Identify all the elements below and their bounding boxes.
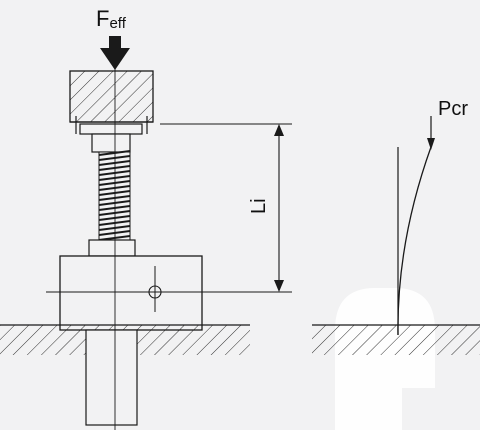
length-label: Li: [248, 198, 270, 214]
threaded-screw: [98, 150, 131, 241]
gear-housing: [46, 255, 212, 331]
buckled-column: [397, 146, 432, 336]
lower-collar: [88, 239, 136, 257]
load-arrow-icon: [427, 116, 435, 150]
watermark-logo: [335, 288, 435, 430]
protective-tube: [85, 329, 138, 426]
force-label: Feff: [96, 6, 126, 32]
load-block: [69, 70, 154, 123]
length-dimension: [160, 123, 292, 293]
critical-load-label: Pcr: [438, 98, 468, 120]
ground-right: [312, 324, 480, 355]
